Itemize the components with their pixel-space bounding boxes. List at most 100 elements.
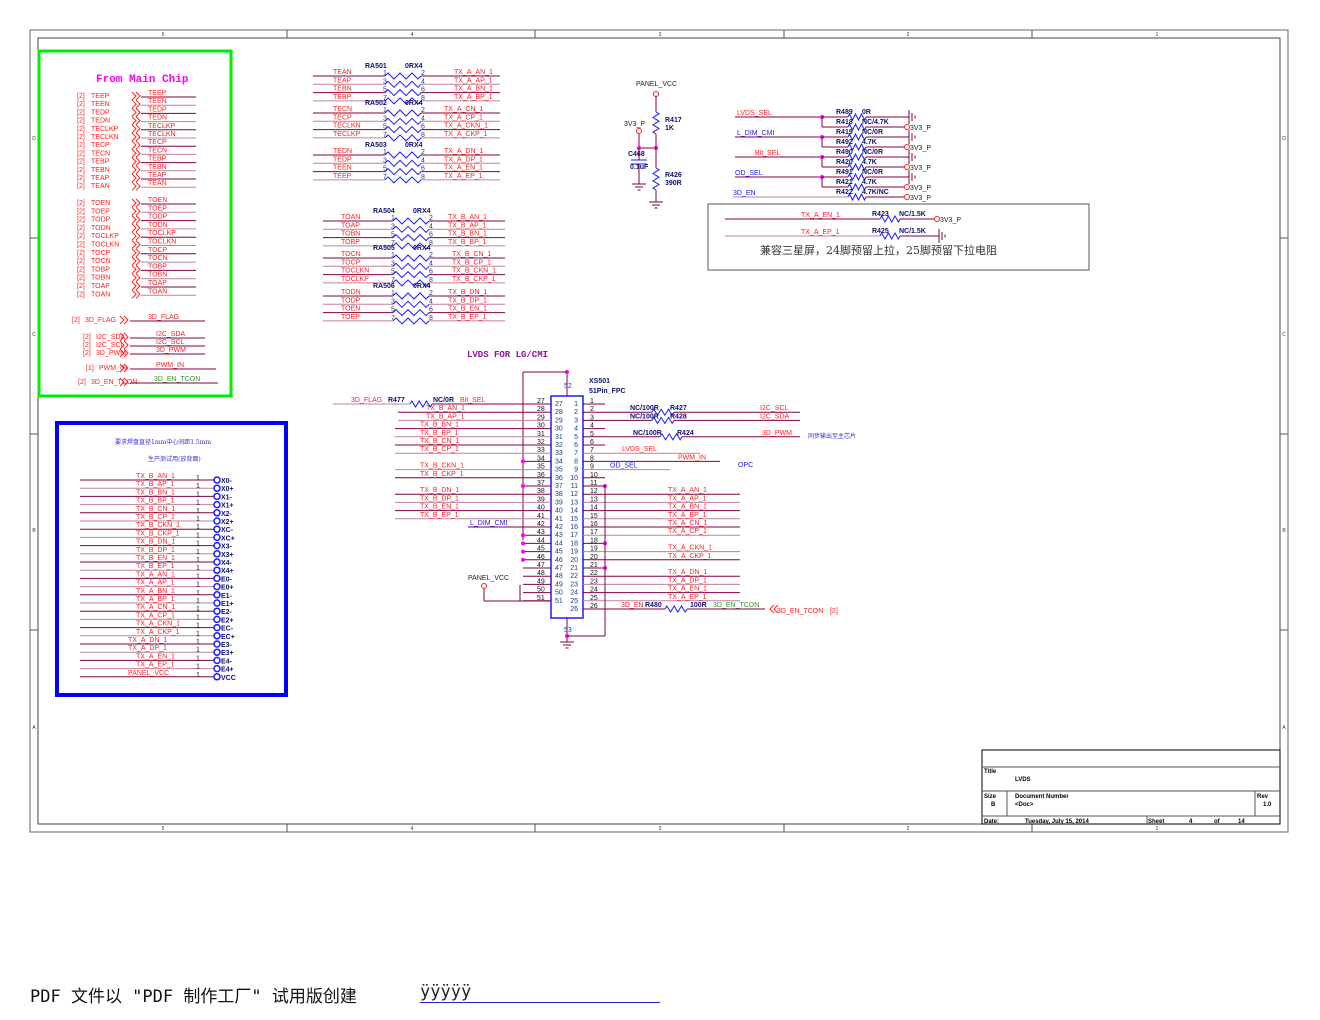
r417-value: 1K <box>665 125 674 132</box>
3v3-port-icon <box>904 194 910 200</box>
test-pad-name: X1+ <box>221 503 234 510</box>
pin-number-inner: 45 <box>555 549 563 556</box>
net-label: TOAP <box>341 222 360 229</box>
pin-number: 1 <box>196 672 200 679</box>
net-label: TX_A_AP_1 <box>454 77 493 84</box>
port-name: TOBN <box>91 275 110 282</box>
rev-value: 1.0 <box>1263 802 1272 808</box>
pin-number: 1 <box>196 557 200 564</box>
test-pad-name: E2+ <box>221 617 234 624</box>
net-label: TX_A_AN_1 <box>668 487 707 494</box>
3v3-port-icon <box>934 216 940 222</box>
pdf-watermark-text: PDF 文件以 "PDF 制作工厂" 试用版创建 <box>30 987 357 1007</box>
pin-number-outer: 1 <box>590 398 594 405</box>
pin-number-outer: 10 <box>590 472 598 479</box>
resistor-array-element-icon <box>384 97 422 105</box>
net-label: TX_A_CKP_1 <box>444 131 488 138</box>
net-label: I2C_SDA <box>156 331 186 338</box>
net-label: TX_B_BN_1 <box>136 489 175 496</box>
zone-marker-top: 4 <box>411 32 414 38</box>
net-label: L_DIM_CMI <box>470 520 507 527</box>
c468-value: 0.1uF <box>630 164 649 171</box>
pin-number: 1 <box>196 631 200 638</box>
junction-dot <box>521 557 525 562</box>
pin-number-outer: 28 <box>537 406 545 413</box>
3v3-label: 3V3_P <box>940 217 961 224</box>
pin-number-inner: 1 <box>574 401 578 408</box>
sheet-ref: [2] <box>77 291 85 298</box>
pin-number: 8 <box>429 277 433 284</box>
resistor-array-ref: RA504 <box>373 208 395 215</box>
port-name: TEBP <box>91 159 110 166</box>
pin-number-inner: 48 <box>555 573 563 580</box>
pin-number-inner: 5 <box>574 434 578 441</box>
pin-number: 4 <box>421 78 425 85</box>
net-label: PWM_IN <box>156 362 184 369</box>
port-name: TOEN <box>91 200 110 207</box>
net-label: TOAP <box>148 280 167 287</box>
pin-number-inner: 35 <box>555 467 563 474</box>
pin-number-outer: 35 <box>537 464 545 471</box>
pin-number-outer: 47 <box>537 562 545 569</box>
resistor-array-element-icon <box>392 279 430 287</box>
resistor-value: 0R <box>862 109 871 116</box>
pin-number: 3 <box>383 115 387 122</box>
sheet-title: LVDS <box>1015 777 1031 783</box>
resistor-array-ref: RA505 <box>373 245 395 252</box>
resistor-ref: R421 <box>836 179 853 186</box>
of-label: of <box>1214 819 1221 825</box>
resistor-icon <box>651 416 675 425</box>
panel-vcc-label: PANEL_VCC <box>636 81 677 88</box>
pin-number: 8 <box>421 95 425 102</box>
pin-number: 1 <box>196 582 200 589</box>
pin-number: 1 <box>383 107 387 114</box>
resistor-ref: R423 <box>872 211 889 218</box>
pin-number: 1 <box>196 623 200 630</box>
pin-number-inner: 36 <box>555 475 563 482</box>
net-label: TX_B_DN_1 <box>136 539 175 546</box>
3v3-port-icon <box>904 164 910 170</box>
resistor-array-element-icon <box>384 176 422 184</box>
pin-number-inner: 11 <box>571 483 578 490</box>
port-name: TOBP <box>91 266 110 273</box>
sheet-ref: [2] <box>77 118 85 125</box>
net-label: TX_A_CN_1 <box>444 106 483 113</box>
resistor-array-value: 0RX4 <box>413 245 431 252</box>
pin-number-outer: 26 <box>590 603 598 610</box>
resistor-ref: R480 <box>645 602 662 609</box>
test-pad-name: X0+ <box>221 486 234 493</box>
test-pad-name: X3+ <box>221 552 234 559</box>
port-name: 3D_PWM <box>96 350 126 357</box>
resistor-icon <box>847 152 867 162</box>
pin-number: 1 <box>196 524 200 531</box>
net-label: TX_A_EP_1 <box>136 662 175 669</box>
fpc-ref: XS501 <box>589 378 610 385</box>
pin-number-outer: 51 <box>537 595 545 602</box>
sheet-ref: [2] <box>77 217 85 224</box>
pin-number-inner: 21 <box>570 565 578 572</box>
resistor-value: NC/4.7K <box>862 119 889 126</box>
resistor-value: NC/1.5K <box>899 228 926 235</box>
test-pad-icon <box>213 533 221 542</box>
port-name: TEDN <box>91 118 110 125</box>
resistor-value: NC/100R <box>630 413 659 420</box>
pdf-watermark-link[interactable]: ÿÿÿÿÿ <box>420 982 660 1003</box>
net-label: TOCLKN <box>148 239 176 246</box>
test-pad-note: 生产测试用(放背面) <box>148 455 201 463</box>
port-name: TEDP <box>91 109 110 116</box>
net-label: TX_B_AN_1 <box>448 214 487 221</box>
panel-vcc-label: PANEL_VCC <box>468 575 509 582</box>
pin-number: 7 <box>383 132 387 139</box>
pin-number-outer: 25 <box>590 595 598 602</box>
pin-number-inner: 8 <box>574 458 578 465</box>
sheet-ref: [2] <box>77 150 85 157</box>
resistor-array-element-icon <box>384 109 422 117</box>
pin-number-outer: 7 <box>590 447 594 454</box>
resistor-value: NC/0R <box>862 149 883 156</box>
test-pad-name: E1+ <box>221 601 234 608</box>
resistor-value: NC/0R <box>862 169 883 176</box>
pin-number-inner: 26 <box>570 606 578 613</box>
net-label: TX_B_CKN_1 <box>136 522 180 529</box>
net-label: TOAN <box>341 214 360 221</box>
net-label: TX_B_DP_1 <box>136 547 175 554</box>
